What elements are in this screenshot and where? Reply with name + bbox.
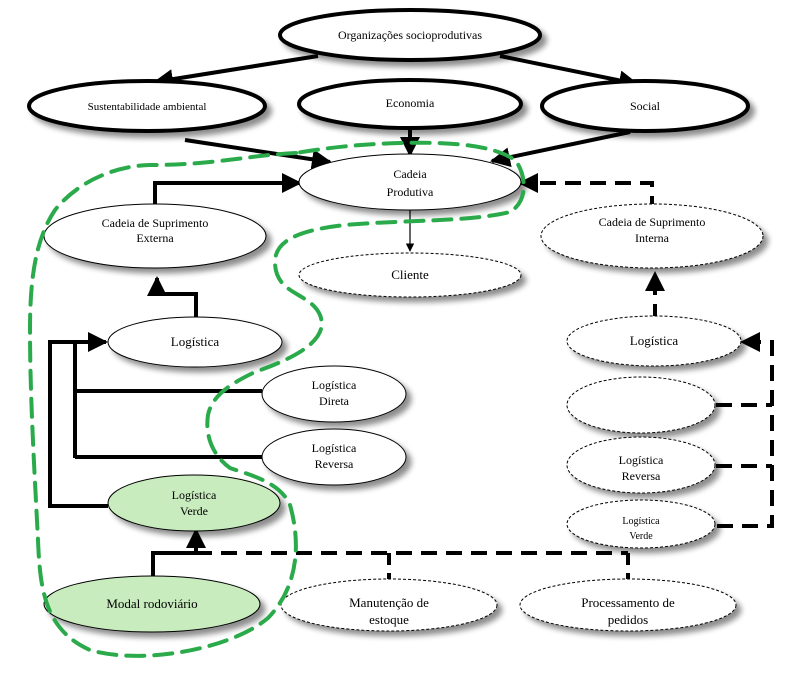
node-cadeia-produtiva: Cadeia Produtiva bbox=[298, 153, 522, 211]
node-logistica-direta-esquerda: Logística Direta bbox=[261, 365, 407, 423]
node-logistica-direita: Logística bbox=[566, 315, 742, 367]
node-cadeia-interna: Cadeia de Suprimento Interna bbox=[540, 203, 764, 269]
node-social: Social bbox=[540, 79, 750, 133]
node-label: Logística bbox=[622, 516, 660, 527]
arrow-logistica-to-externa bbox=[147, 276, 198, 320]
node-processamento-pedidos: Processamento de pedidos bbox=[519, 578, 737, 632]
connectors bbox=[48, 54, 774, 585]
node-label: Social bbox=[630, 99, 661, 113]
node-label: Produtiva bbox=[387, 185, 434, 199]
arrow-modal-to-verde bbox=[151, 528, 206, 585]
node-logistica-direta-direita bbox=[566, 376, 716, 434]
node-label: Reversa bbox=[315, 457, 354, 471]
node-label: Cadeia de Suprimento bbox=[102, 216, 209, 230]
dashed-verde-to-logistica bbox=[717, 332, 774, 528]
node-label: Logística bbox=[172, 488, 217, 502]
arrow-verde-to-logistica bbox=[48, 332, 108, 508]
node-label: Cadeia bbox=[393, 167, 427, 181]
node-label: Modal rodoviário bbox=[106, 596, 197, 611]
arrow-organizacoes-to-sustentabilidade bbox=[153, 54, 319, 90]
node-organizacoes: Organizações socioprodutivas bbox=[278, 8, 542, 62]
node-label: estoque bbox=[369, 612, 409, 627]
dashed-interna-to-cadeia bbox=[518, 173, 654, 212]
node-label: Logística bbox=[171, 334, 220, 349]
node-cadeia-externa: Cadeia de Suprimento Externa bbox=[43, 203, 267, 269]
node-label: Verde bbox=[629, 531, 653, 542]
node-label: Logística bbox=[312, 441, 357, 455]
arrow-externa-to-cadeia bbox=[153, 173, 302, 208]
node-cliente: Cliente bbox=[298, 252, 522, 298]
node-label: Cliente bbox=[391, 267, 429, 282]
node-label: pedidos bbox=[608, 612, 648, 627]
node-label: Organizações socioprodutivas bbox=[338, 28, 482, 42]
node-logistica-reversa-esquerda: Logística Reversa bbox=[261, 428, 407, 486]
node-logistica-verde-direita: Logística Verde bbox=[566, 499, 716, 549]
node-manutencao-estoque: Manutenção de estoque bbox=[280, 578, 498, 632]
node-label: Manutenção de bbox=[349, 595, 429, 610]
arrow-social-to-cadeia bbox=[490, 130, 631, 168]
node-label: Sustentabilidade ambiental bbox=[88, 101, 207, 113]
node-label: Logística bbox=[619, 453, 664, 467]
node-label: Externa bbox=[136, 231, 174, 245]
node-label: Economia bbox=[386, 96, 435, 110]
green-boundary-outline bbox=[27, 140, 526, 658]
node-label: Logística bbox=[630, 333, 679, 348]
node-logistica-esquerda: Logística bbox=[107, 316, 283, 368]
node-sustentabilidade: Sustentabilidade ambiental bbox=[27, 79, 267, 133]
node-label: Direta bbox=[319, 394, 350, 408]
node-economia: Economia bbox=[297, 78, 523, 130]
node-label: Interna bbox=[635, 231, 670, 245]
node-modal-rodoviario: Modal rodoviário bbox=[43, 575, 261, 633]
node-logistica-verde-esquerda: Logística Verde bbox=[107, 474, 281, 532]
node-label: Cadeia de Suprimento bbox=[599, 215, 706, 229]
node-logistica-reversa-direita: Logística Reversa bbox=[566, 436, 716, 494]
node-label: Reversa bbox=[622, 469, 661, 483]
arrow-organizacoes-to-social bbox=[499, 54, 639, 91]
node-label: Verde bbox=[180, 504, 208, 518]
node-label: Processamento de bbox=[581, 595, 675, 610]
node-label: Logística bbox=[312, 378, 357, 392]
nodes: Organizações socioprodutivas Sustentabil… bbox=[27, 8, 764, 633]
arrow-sustentabilidade-to-cadeia bbox=[184, 138, 332, 170]
